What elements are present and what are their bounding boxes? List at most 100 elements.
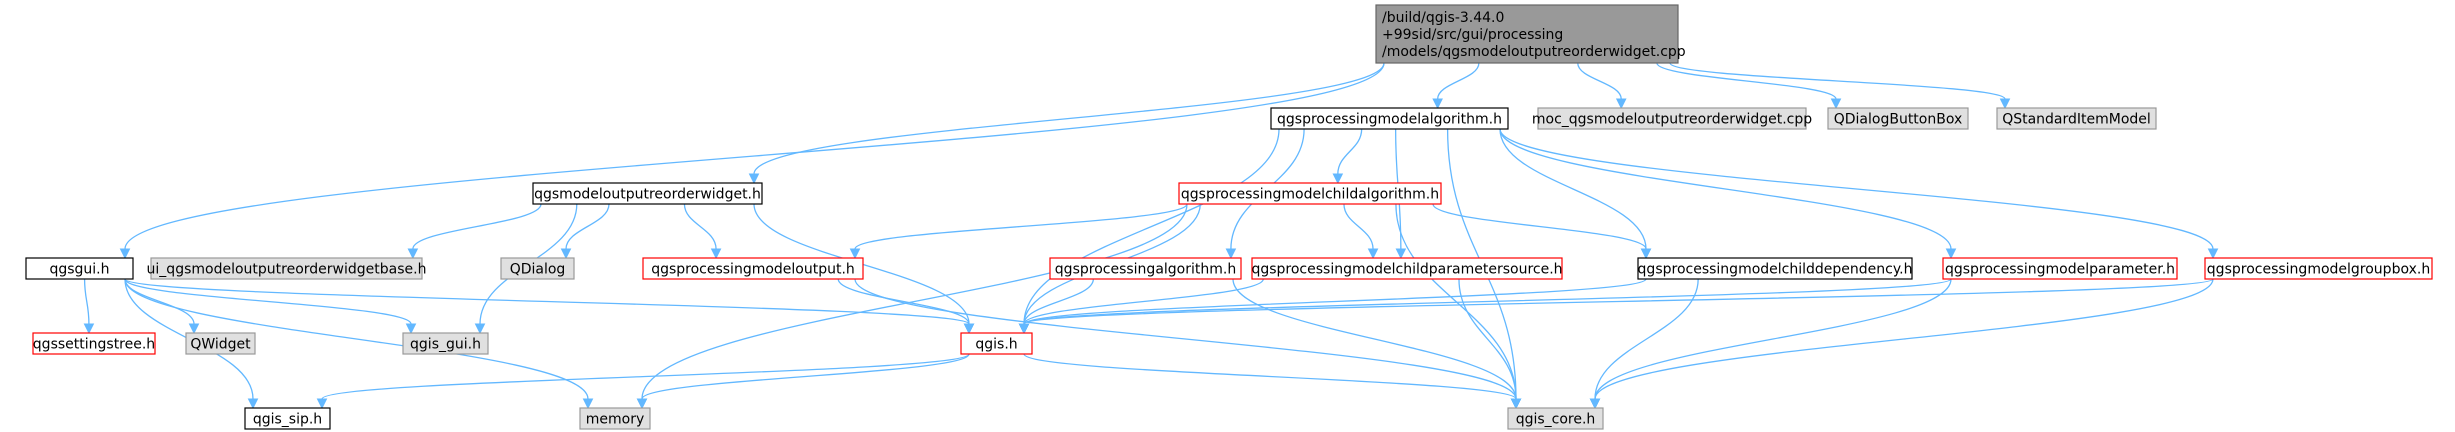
edge-qgis-h-to-memory xyxy=(636,353,970,410)
node-qgis-h[interactable]: qgis.h xyxy=(960,332,1033,355)
node-box xyxy=(1537,107,1807,130)
node-box xyxy=(32,332,156,355)
node-qdialogbuttonbox[interactable]: QDialogButtonBox xyxy=(1827,107,1969,130)
edge-qgsgui-h-to-qgis-gui-h xyxy=(124,278,417,335)
node-box xyxy=(1507,407,1604,430)
node-label: ui_qgsmodeloutputreorderwidgetbase.h xyxy=(147,262,427,278)
node-box xyxy=(185,332,256,355)
edge-reorderwidget-h-to-ui-base-h xyxy=(407,203,542,260)
node-label: /models/qgsmodeloutputreorderwidget.cpp xyxy=(1382,44,1686,60)
node-label: qgsprocessingmodelchildparametersource.h xyxy=(1251,262,1562,278)
node-label: qgssettingstree.h xyxy=(33,337,155,353)
node-moc-cpp[interactable]: moc_qgsmodeloutputreorderwidget.cpp xyxy=(1532,107,1812,130)
edge-root-to-modelalgorithm-h xyxy=(1432,62,1480,110)
edge-modelalgorithm-h-to-qgis-h xyxy=(1018,128,1280,335)
node-label: QDialog xyxy=(510,262,566,278)
node-label: qgsmodeloutputreorderwidget.h xyxy=(534,187,761,203)
edge-root-to-qstandarditemmodel xyxy=(1669,62,2011,110)
node-label: moc_qgsmodeloutputreorderwidget.cpp xyxy=(1532,112,1812,128)
node-box xyxy=(1178,182,1442,205)
node-box xyxy=(1637,257,1913,280)
node-label: qgsprocessingmodelparameter.h xyxy=(1945,262,2175,278)
node-qgis-core-h[interactable]: qgis_core.h xyxy=(1507,407,1604,430)
node-label: qgsprocessingmodelchildalgorithm.h xyxy=(1181,187,1439,203)
edge-root-to-qdialogbuttonbox xyxy=(1656,62,1842,110)
edge-childalgorithm-h-to-childparamsource-h xyxy=(1343,203,1379,260)
edge-root-to-reorderwidget-h xyxy=(748,62,1385,185)
node-settingstree-h[interactable]: qgssettingstree.h xyxy=(32,332,156,355)
node-label: qgsprocessingmodelgroupbox.h xyxy=(2207,262,2430,278)
node-box xyxy=(642,257,864,280)
node-label: QDialogButtonBox xyxy=(1834,112,1963,128)
edge-modelalgorithm-h-to-childalgorithm-h xyxy=(1332,128,1363,185)
node-box xyxy=(1827,107,1969,130)
node-label: qgsprocessingmodeloutput.h xyxy=(651,262,855,278)
edge-reorderwidget-h-to-qdialog xyxy=(560,203,610,260)
node-label: +99sid/src/gui/processing xyxy=(1382,27,1563,43)
node-box xyxy=(2204,257,2433,280)
node-label: qgsprocessingmodelchilddependency.h xyxy=(1638,262,1913,278)
node-label: qgsprocessingalgorithm.h xyxy=(1055,262,1236,278)
node-groupbox-h[interactable]: qgsprocessingmodelgroupbox.h xyxy=(2204,257,2433,280)
node-label: memory xyxy=(586,412,645,428)
node-childdependency-h[interactable]: qgsprocessingmodelchilddependency.h xyxy=(1637,257,1913,280)
edge-root-to-qgsgui-h xyxy=(119,62,1385,260)
node-box xyxy=(25,257,134,280)
node-qgis-gui-h[interactable]: qgis_gui.h xyxy=(402,332,489,355)
node-qdialog[interactable]: QDialog xyxy=(500,257,575,280)
node-reorderwidget-h[interactable]: qgsmodeloutputreorderwidget.h xyxy=(532,182,763,205)
edge-childalgorithm-h-to-childdependency-h xyxy=(1432,203,1652,260)
node-qwidget[interactable]: QWidget xyxy=(185,332,256,355)
node-modelalgorithm-h[interactable]: qgsprocessingmodelalgorithm.h xyxy=(1270,107,1509,130)
edge-modelalgorithm-h-to-groupbox-h xyxy=(1499,128,2219,260)
node-qgis-sip-h[interactable]: qgis_sip.h xyxy=(244,407,331,430)
edge-groupbox-h-to-qgis-h xyxy=(1018,278,2214,335)
edge-qgis-h-to-qgis-sip-h xyxy=(316,353,970,410)
edge-reorderwidget-h-to-modeloutput-h xyxy=(683,203,722,260)
edge-modelparameter-h-to-qgis-h xyxy=(1018,278,1952,335)
edge-qgsgui-h-to-settingstree-h xyxy=(83,278,95,335)
node-qstandarditemmodel[interactable]: QStandardItemModel xyxy=(1996,107,2157,130)
edge-qgsgui-h-to-memory xyxy=(124,278,594,410)
node-childparamsource-h[interactable]: qgsprocessingmodelchildparametersource.h xyxy=(1251,257,1563,280)
node-box xyxy=(1996,107,2157,130)
node-box xyxy=(244,407,331,430)
node-modeloutput-h[interactable]: qgsprocessingmodeloutput.h xyxy=(642,257,864,280)
edge-qgsgui-h-to-qwidget xyxy=(124,278,200,335)
edge-modelalgorithm-h-to-modelparameter-h xyxy=(1499,128,1957,260)
node-childalgorithm-h[interactable]: qgsprocessingmodelchildalgorithm.h xyxy=(1178,182,1442,205)
edge-childalgorithm-h-to-modeloutput-h xyxy=(849,203,1188,260)
node-modelparameter-h[interactable]: qgsprocessingmodelparameter.h xyxy=(1942,257,2178,280)
edge-modeloutput-h-to-qgis-h xyxy=(837,278,975,335)
node-box xyxy=(150,257,423,280)
node-box xyxy=(579,407,651,430)
dependency-nodes: /build/qgis-3.44.0+99sid/src/gui/process… xyxy=(25,4,2433,430)
node-label: qgis_sip.h xyxy=(253,412,322,428)
node-memory[interactable]: memory xyxy=(579,407,651,430)
node-label: qgsgui.h xyxy=(49,262,109,278)
node-label: qgis_gui.h xyxy=(410,337,481,353)
dependency-edges xyxy=(83,62,2219,410)
node-box xyxy=(532,182,763,205)
node-label: qgis_core.h xyxy=(1516,412,1596,428)
node-box xyxy=(1375,4,1679,64)
node-box xyxy=(1942,257,2178,280)
node-box xyxy=(1049,257,1242,280)
node-qgsgui-h[interactable]: qgsgui.h xyxy=(25,257,134,280)
node-processingalgorithm-h[interactable]: qgsprocessingalgorithm.h xyxy=(1049,257,1242,280)
edge-root-to-moc-cpp xyxy=(1577,62,1627,110)
node-box xyxy=(1251,257,1563,280)
edge-qgis-h-to-qgis-core-h xyxy=(1023,353,1522,410)
node-label: QWidget xyxy=(190,337,251,353)
node-box xyxy=(1270,107,1509,130)
node-label: /build/qgis-3.44.0 xyxy=(1382,10,1504,26)
node-label: qgsprocessingmodelalgorithm.h xyxy=(1277,112,1502,128)
node-label: qgis.h xyxy=(975,337,1017,353)
node-root[interactable]: /build/qgis-3.44.0+99sid/src/gui/process… xyxy=(1375,4,1686,64)
edge-groupbox-h-to-qgis-core-h xyxy=(1589,278,2214,410)
node-ui-base-h[interactable]: ui_qgsmodeloutputreorderwidgetbase.h xyxy=(147,257,427,280)
node-box xyxy=(960,332,1033,355)
node-label: QStandardItemModel xyxy=(2002,112,2151,128)
node-box xyxy=(500,257,575,280)
